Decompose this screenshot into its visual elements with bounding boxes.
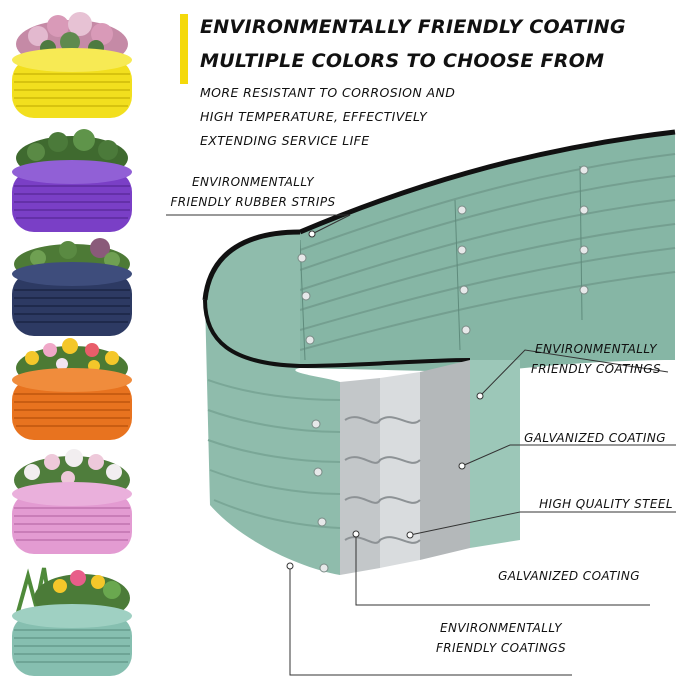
subtext-line-3: EXTENDING SERVICE LIFE [200,133,370,148]
yellow-raised-bed-image [8,4,136,122]
callout-high-quality-steel: HIGH QUALITY STEEL [539,497,673,511]
sage-raised-bed-image [8,556,136,680]
callout-rubber-strips-line-1: ENVIRONMENTALLY [192,175,314,189]
pink-raised-bed-image [8,440,136,558]
callout-rubber-strips-line-2: FRIENDLY RUBBER STRIPS [170,195,336,209]
subtext-line-2: HIGH TEMPERATURE, EFFECTIVELY [200,109,428,124]
orange-raised-bed-image [8,328,136,444]
headline-line-2: MULTIPLE COLORS TO CHOOSE FROM [200,50,605,72]
callout-coatings-bottom: ENVIRONMENTALLY FRIENDLY COATINGS [428,618,574,658]
purple-raised-bed-image [8,124,136,236]
callout-rubber-strips: ENVIRONMENTALLY FRIENDLY RUBBER STRIPS [160,172,346,212]
subtext-line-1: MORE RESISTANT TO CORROSION AND [200,85,456,100]
accent-bar [180,14,188,84]
callout-coatings-top-line-2: FRIENDLY COATINGS [531,362,661,376]
navy-raised-bed-image [8,236,136,340]
callout-coatings-top: ENVIRONMENTALLY FRIENDLY COATINGS [523,339,669,379]
callout-coatings-bottom-line-1: ENVIRONMENTALLY [440,621,562,635]
headline-line-1: ENVIRONMENTALLY FRIENDLY COATING [200,16,626,38]
callout-coatings-top-line-1: ENVIRONMENTALLY [535,342,657,356]
callout-galvanized-top: GALVANIZED COATING [524,431,666,445]
callout-galvanized-bottom: GALVANIZED COATING [498,569,640,583]
callout-coatings-bottom-line-2: FRIENDLY COATINGS [436,641,566,655]
